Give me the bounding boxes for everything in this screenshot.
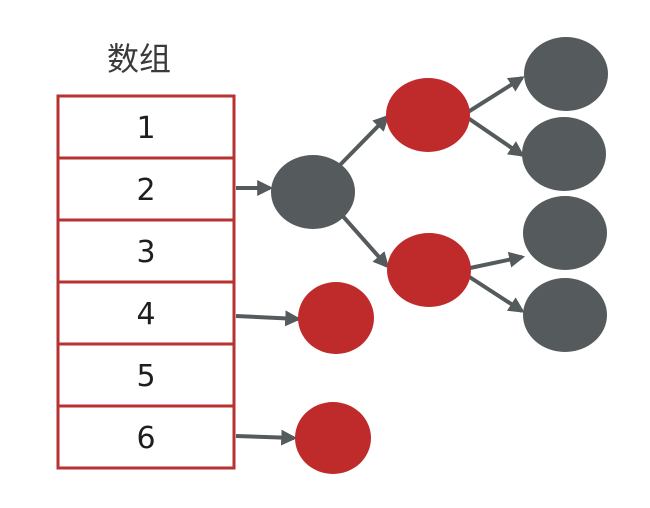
- array-cell-1: 1: [56, 94, 236, 160]
- array-cell-label: 1: [136, 111, 155, 146]
- gray-node-leaf-1: [524, 37, 608, 111]
- array: 1 2 3 4 5 6: [56, 94, 236, 470]
- red-node-cell-6: [295, 402, 371, 474]
- nodes: [271, 37, 608, 474]
- gray-node-leaf-4: [523, 278, 607, 352]
- array-cell-4: 4: [56, 280, 236, 346]
- array-cell-6: 6: [56, 404, 236, 470]
- gray-node-leaf-2: [522, 117, 606, 191]
- red-node-cell-4: [298, 282, 374, 354]
- edge-upper-child-to-leaf-2: [466, 116, 525, 157]
- edge-lower-child-to-leaf-1: [469, 251, 526, 270]
- array-cell-3: 3: [56, 218, 236, 284]
- array-cell-label: 6: [136, 421, 155, 456]
- edge-cell4-to-node: [235, 310, 302, 327]
- edges: [235, 76, 526, 446]
- array-cell-label: 2: [136, 173, 155, 208]
- edge-node-to-lower-child: [338, 211, 390, 269]
- gray-node-leaf-3: [523, 196, 607, 270]
- edge-upper-child-to-leaf-1: [466, 76, 525, 114]
- red-node-upper: [386, 78, 470, 152]
- edge-node-to-upper-child: [336, 114, 390, 169]
- edge-lower-child-to-leaf-2: [466, 274, 525, 313]
- gray-node-chain-root: [271, 155, 355, 229]
- array-cell-label: 3: [136, 235, 155, 270]
- array-cell-label: 4: [136, 297, 155, 332]
- array-cell-label: 5: [136, 359, 155, 394]
- array-title: 数组: [107, 40, 171, 78]
- red-node-lower: [387, 233, 471, 307]
- array-cell-2: 2: [56, 156, 236, 222]
- array-cell-5: 5: [56, 342, 236, 408]
- edge-cell6-to-node: [235, 429, 298, 446]
